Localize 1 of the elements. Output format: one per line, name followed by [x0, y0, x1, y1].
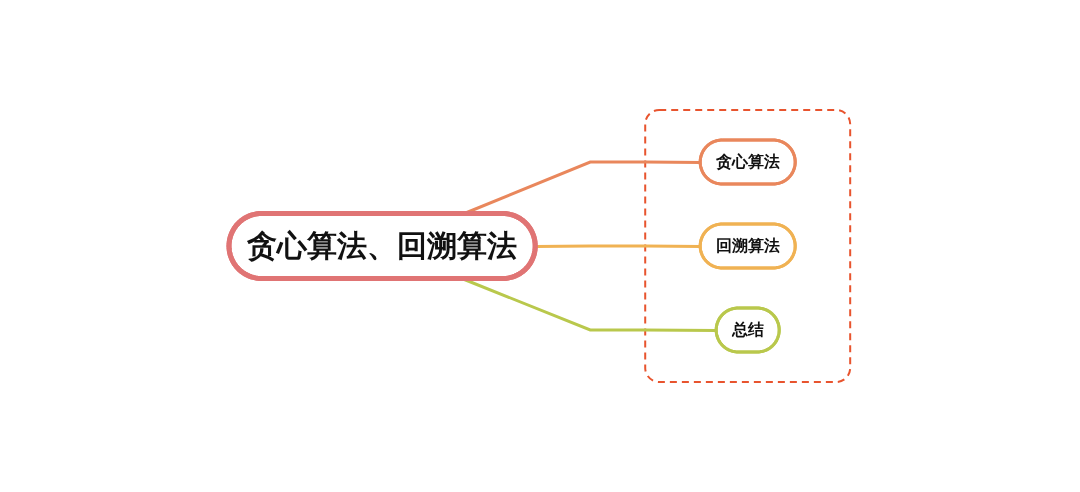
cluster	[644, 109, 852, 383]
